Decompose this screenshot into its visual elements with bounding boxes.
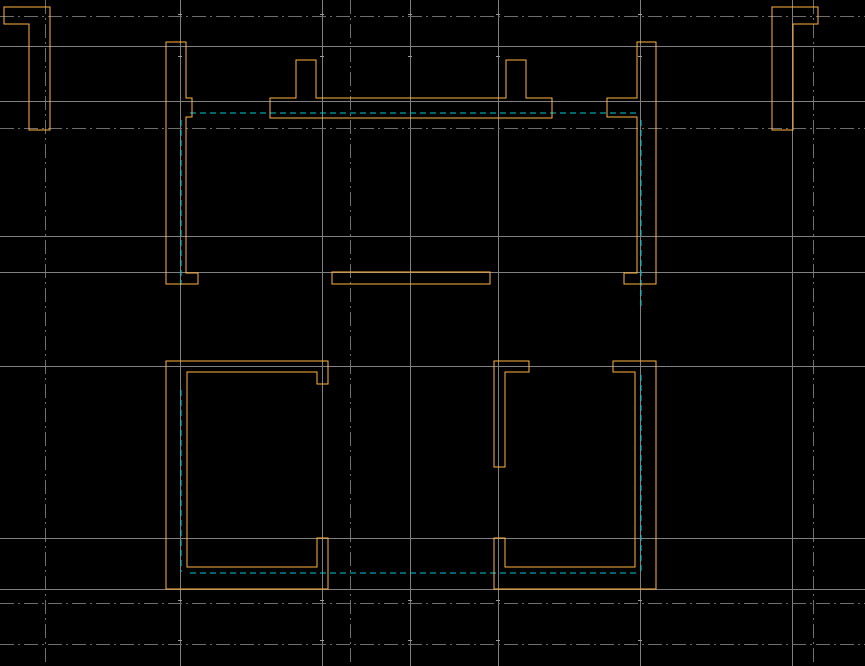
grid-tick (178, 640, 182, 641)
grid-tick (320, 640, 324, 641)
wall-corner-top-right (771, 6, 819, 131)
grid-tick (178, 600, 182, 601)
wall-lower-left-room (165, 360, 329, 590)
wall-lower-right-room (493, 360, 657, 590)
wall-lower-right-stub (493, 360, 530, 468)
grid-tick (320, 14, 324, 15)
centerline-layer (180, 112, 642, 574)
grid-tick (320, 56, 324, 57)
grid-tick (638, 14, 642, 15)
grid-tick (408, 600, 412, 601)
grid-tick (496, 56, 500, 57)
wall-layer (3, 6, 819, 590)
grid-tick (178, 14, 182, 15)
grid-tick (178, 56, 182, 57)
grid-tick (638, 56, 642, 57)
grid-tick (408, 56, 412, 57)
grid-tick (320, 600, 324, 601)
grid-tick (638, 600, 642, 601)
wall-middle-beam (331, 271, 491, 285)
grid-tick (496, 600, 500, 601)
wall-corner-top-left (3, 6, 51, 131)
grid-tick (408, 640, 412, 641)
wall-upper-right (606, 41, 657, 285)
grid-tick (638, 640, 642, 641)
wall-top-beam (269, 59, 553, 119)
grid-tick (408, 14, 412, 15)
grid-tick (496, 14, 500, 15)
grid-tick (496, 640, 500, 641)
wall-upper-left (165, 41, 199, 285)
